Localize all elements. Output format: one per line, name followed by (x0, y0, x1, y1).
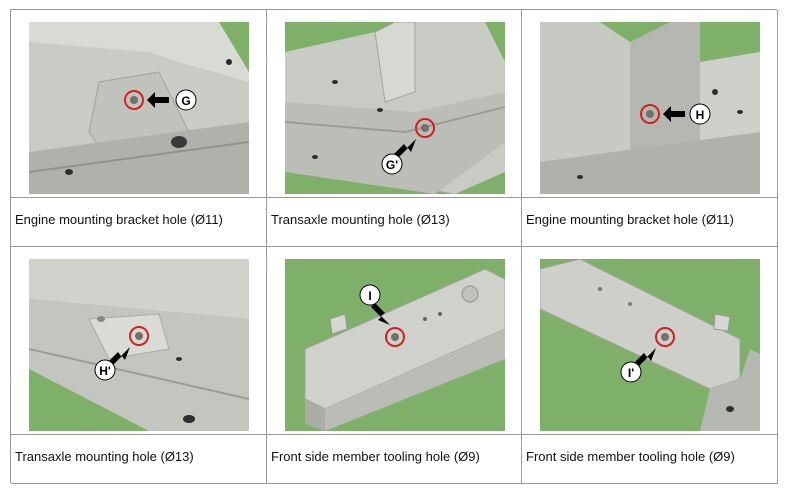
caption-cell: Front side member tooling hole (Ø9) (522, 435, 778, 484)
caption-cell: Transaxle mounting hole (Ø13) (267, 198, 522, 247)
caption-text: Engine mounting bracket hole (Ø11) (15, 212, 223, 227)
photo-front-side-member-i-prime: I' (540, 259, 760, 431)
tooling-hole-table: G G' (10, 9, 778, 484)
caption-text: Transaxle mounting hole (Ø13) (271, 212, 450, 227)
photo-h-prime-illustration: H' (29, 259, 249, 431)
target-circle (640, 104, 660, 124)
photo-g-illustration: G (29, 22, 249, 194)
photo-i-prime-illustration: I' (540, 259, 760, 431)
photo-cell-h: H (522, 10, 778, 198)
caption-cell: Front side member tooling hole (Ø9) (267, 435, 522, 484)
target-circle (415, 118, 435, 138)
caption-text: Front side member tooling hole (Ø9) (526, 449, 735, 464)
caption-cell: Engine mounting bracket hole (Ø11) (522, 198, 778, 247)
photo-h-illustration: H (540, 22, 760, 194)
photo-engine-mount-bracket-g: G (29, 22, 249, 194)
photo-cell-h-prime: H' (11, 247, 267, 435)
photo-cell-g-prime: G' (267, 10, 522, 198)
marker-label: G (181, 94, 190, 108)
photo-cell-i-prime: I' (522, 247, 778, 435)
marker-label: I (368, 289, 371, 303)
marker-label: I' (628, 366, 634, 380)
photo-g-prime-illustration: G' (285, 22, 505, 194)
photo-transaxle-mount-g-prime: G' (285, 22, 505, 194)
photo-cell-i: I (267, 247, 522, 435)
photo-cell-g: G (11, 10, 267, 198)
caption-cell: Engine mounting bracket hole (Ø11) (11, 198, 267, 247)
photo-transaxle-mount-h-prime: H' (29, 259, 249, 431)
target-circle (129, 326, 149, 346)
photo-i-illustration: I (285, 259, 505, 431)
caption-cell: Transaxle mounting hole (Ø13) (11, 435, 267, 484)
caption-text: Engine mounting bracket hole (Ø11) (526, 212, 734, 227)
target-circle (655, 327, 675, 347)
target-circle (385, 327, 405, 347)
marker-label: H' (99, 364, 111, 378)
target-circle (124, 90, 144, 110)
photo-front-side-member-i: I (285, 259, 505, 431)
caption-text: Transaxle mounting hole (Ø13) (15, 449, 194, 464)
photo-engine-mount-bracket-h: H (540, 22, 760, 194)
marker-label: G' (386, 158, 398, 172)
caption-text: Front side member tooling hole (Ø9) (271, 449, 480, 464)
marker-label: H (696, 108, 705, 122)
